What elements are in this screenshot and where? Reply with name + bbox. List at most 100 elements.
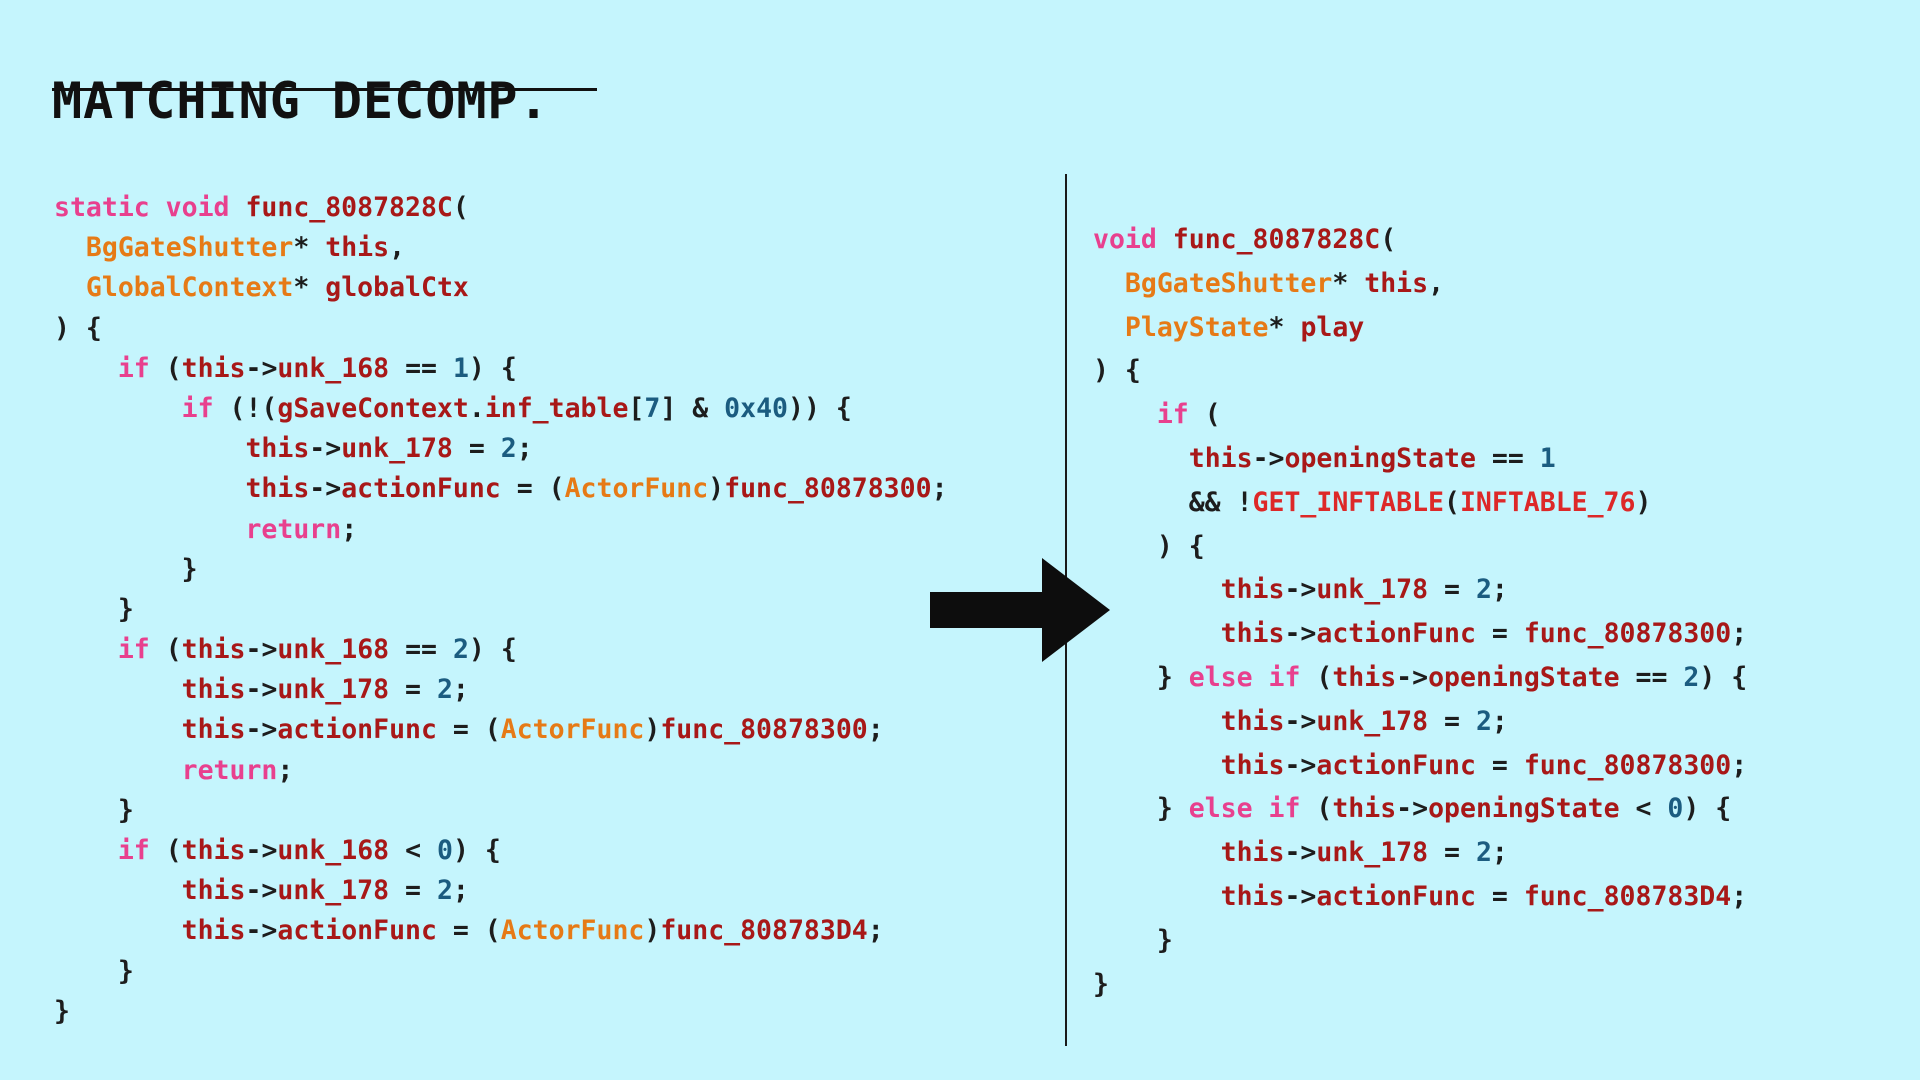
code-token: -> [1284,749,1317,781]
code-token: 7 [644,392,661,424]
code-token: INFTABLE_76 [1459,486,1636,518]
code-token: ( [149,835,182,866]
code-token: ) { [1093,355,1141,387]
code-token: this [1332,661,1397,693]
code-token [54,514,245,545]
code-token: , [1428,267,1445,299]
code-token: PlayState [1124,311,1269,343]
code-line: ) { [1093,525,1747,569]
code-token: } [54,955,134,987]
code-token: = [1475,880,1524,912]
code-token: , [389,232,406,264]
code-line: && !GET_INFTABLE(INFTABLE_76) [1093,481,1747,525]
right-arrow-icon [930,558,1110,662]
code-token: -> [1284,574,1317,606]
code-token: [ [628,392,645,424]
code-token: ( [452,192,469,223]
code-token: actionFunc [341,473,501,505]
code-token [54,634,118,665]
code-token: == [1475,442,1540,474]
original-code-block: static void func_8087828C( BgGateShutter… [54,188,948,1032]
code-token: play [1300,311,1365,343]
code-token: } [54,995,70,1027]
matching-code-block: void func_8087828C( BgGateShutter* this,… [1093,218,1747,1006]
code-token [1093,443,1189,474]
code-token: ; [452,875,469,907]
code-line: this->openingState == 1 [1093,437,1747,481]
code-token: = [1428,705,1476,737]
code-line: void func_8087828C( [1093,218,1747,262]
code-token: (!( [213,392,278,424]
code-line: this->unk_178 = 2; [1093,568,1747,612]
code-token: ( [1188,399,1221,431]
code-line: this->actionFunc = func_80878300; [1093,744,1748,788]
code-token: 1 [1539,442,1556,474]
code-token: this [181,714,246,746]
code-token: = [452,433,501,465]
code-token: ( [1380,224,1397,255]
code-token [54,473,245,504]
code-token: if [117,634,150,666]
code-token: unk_178 [1316,574,1429,606]
code-token: = ( [436,915,501,947]
code-token [1093,750,1221,781]
code-token: ActorFunc [500,915,645,947]
code-token: = [389,674,437,706]
code-token: ; [1491,837,1508,869]
title-underline [52,88,597,91]
code-token: func_80878300 [1523,749,1732,781]
code-token: -> [1284,618,1317,650]
code-token [1093,574,1221,605]
code-token: == [389,352,453,384]
code-token: GET_INFTABLE [1252,486,1444,518]
code-token: func_80878300 [1523,618,1732,650]
code-token: ) [644,915,661,947]
code-line: BgGateShutter* this, [1093,262,1747,306]
code-token: ActorFunc [500,714,645,746]
code-line: } else if (this->openingState < 0) { [1093,787,1747,831]
code-token: < [1619,793,1668,825]
code-line: BgGateShutter* this, [54,228,948,268]
code-token: = [389,875,437,907]
code-token: if [117,352,150,384]
code-token: gSaveContext [277,392,469,424]
code-token: == [389,634,453,666]
code-line: this->actionFunc = func_808783D4; [1093,875,1748,919]
code-token: -> [245,634,278,666]
code-token: ) { [1093,530,1205,562]
code-token: static void [54,192,246,223]
code-line: if (!(gSaveContext.inf_table[7] & 0x40))… [54,389,948,429]
code-token [54,353,118,384]
code-token [54,393,182,424]
code-line: } [54,992,948,1032]
code-token: 2 [1475,574,1492,606]
code-line: } [54,952,948,992]
code-token: -> [1252,442,1285,474]
code-token: ; [867,915,884,947]
slide-title: MATCHING DECOMP. [52,71,550,130]
code-token [1093,399,1157,430]
code-line: GlobalContext* globalCtx [54,268,948,308]
code-token [54,875,182,906]
code-token: this [181,915,246,947]
code-token [54,755,182,786]
code-token [54,272,86,303]
code-line: this->actionFunc = (ActorFunc)func_80878… [54,911,948,951]
code-line: } [54,590,948,630]
code-token: this [1364,267,1429,299]
code-token [54,232,86,263]
code-line: } else if (this->openingState == 2) { [1093,656,1747,700]
code-token: ) { [1699,661,1748,693]
code-token: else if [1188,661,1301,693]
code-token: unk_178 [277,674,390,706]
code-token: -> [245,714,278,746]
code-token: * [293,232,326,264]
code-token: BgGateShutter [1124,267,1333,299]
code-token: == [1619,661,1684,693]
code-token: this [325,232,390,264]
code-token: openingState [1284,442,1476,474]
code-line: ) { [54,309,948,349]
code-token: -> [245,915,278,947]
code-token: 2 [500,433,517,465]
code-token: void [1093,224,1173,255]
